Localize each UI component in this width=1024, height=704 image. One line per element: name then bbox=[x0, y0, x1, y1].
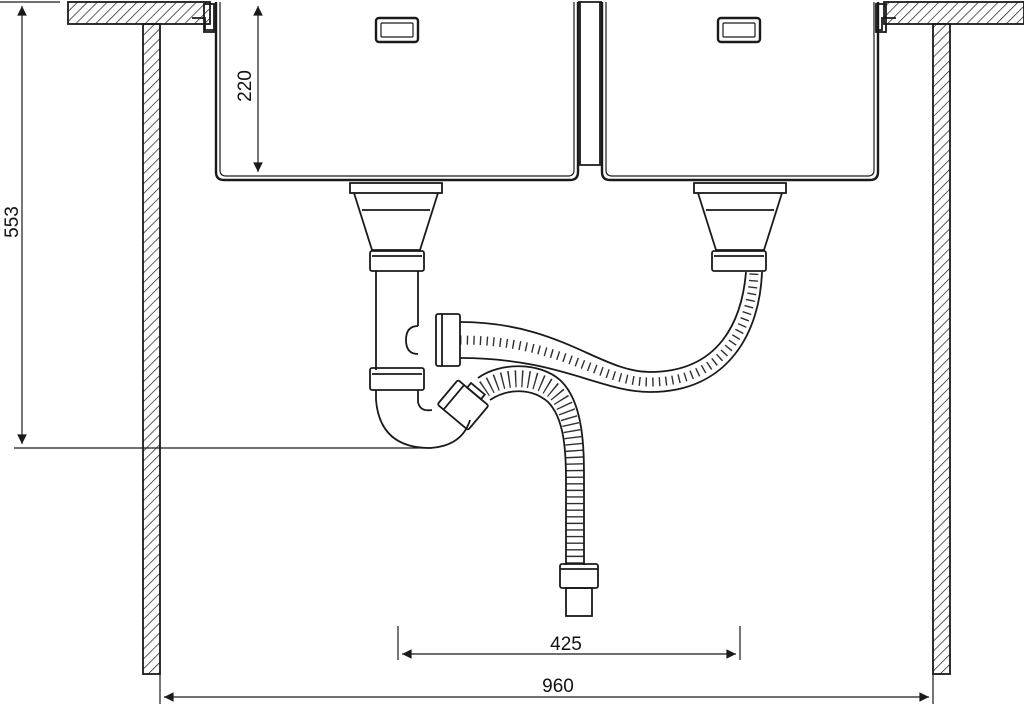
dimension-label-outlet-spacing: 425 bbox=[550, 634, 582, 655]
cabinet-wall-right bbox=[932, 23, 951, 675]
sink-bowl-left bbox=[214, 2, 580, 182]
bowl-divider bbox=[578, 1, 602, 166]
dimension-bowl-depth: 220 bbox=[235, 5, 263, 172]
sink-bowl-right bbox=[600, 2, 880, 182]
cabinet-wall-left bbox=[142, 23, 161, 675]
dimension-outlet-spacing: 425 bbox=[397, 626, 741, 660]
countertop bbox=[67, 1, 1024, 25]
outlet-pipe bbox=[559, 563, 599, 617]
hose-connector bbox=[437, 379, 489, 431]
countertop-right bbox=[883, 1, 1024, 25]
sink-bowls bbox=[214, 1, 880, 182]
drain-right bbox=[693, 182, 787, 272]
mounting-clips bbox=[192, 3, 896, 33]
dimension-label-total-height: 553 bbox=[2, 206, 23, 238]
overflow-slot-right bbox=[716, 16, 762, 44]
tee-connector bbox=[405, 313, 461, 367]
dimension-total-height: 553 bbox=[0, 1, 432, 449]
flex-hose-upper bbox=[459, 271, 763, 393]
dimension-cabinet-width: 960 bbox=[159, 674, 934, 704]
countertop-left bbox=[67, 1, 211, 25]
dimension-label-bowl-depth: 220 bbox=[235, 70, 256, 102]
flex-hose-lower bbox=[477, 365, 585, 565]
overflow-slot-left bbox=[374, 16, 420, 44]
drain-left bbox=[349, 182, 443, 391]
cabinet-walls bbox=[142, 23, 951, 675]
dimension-label-cabinet-width: 960 bbox=[542, 676, 574, 697]
